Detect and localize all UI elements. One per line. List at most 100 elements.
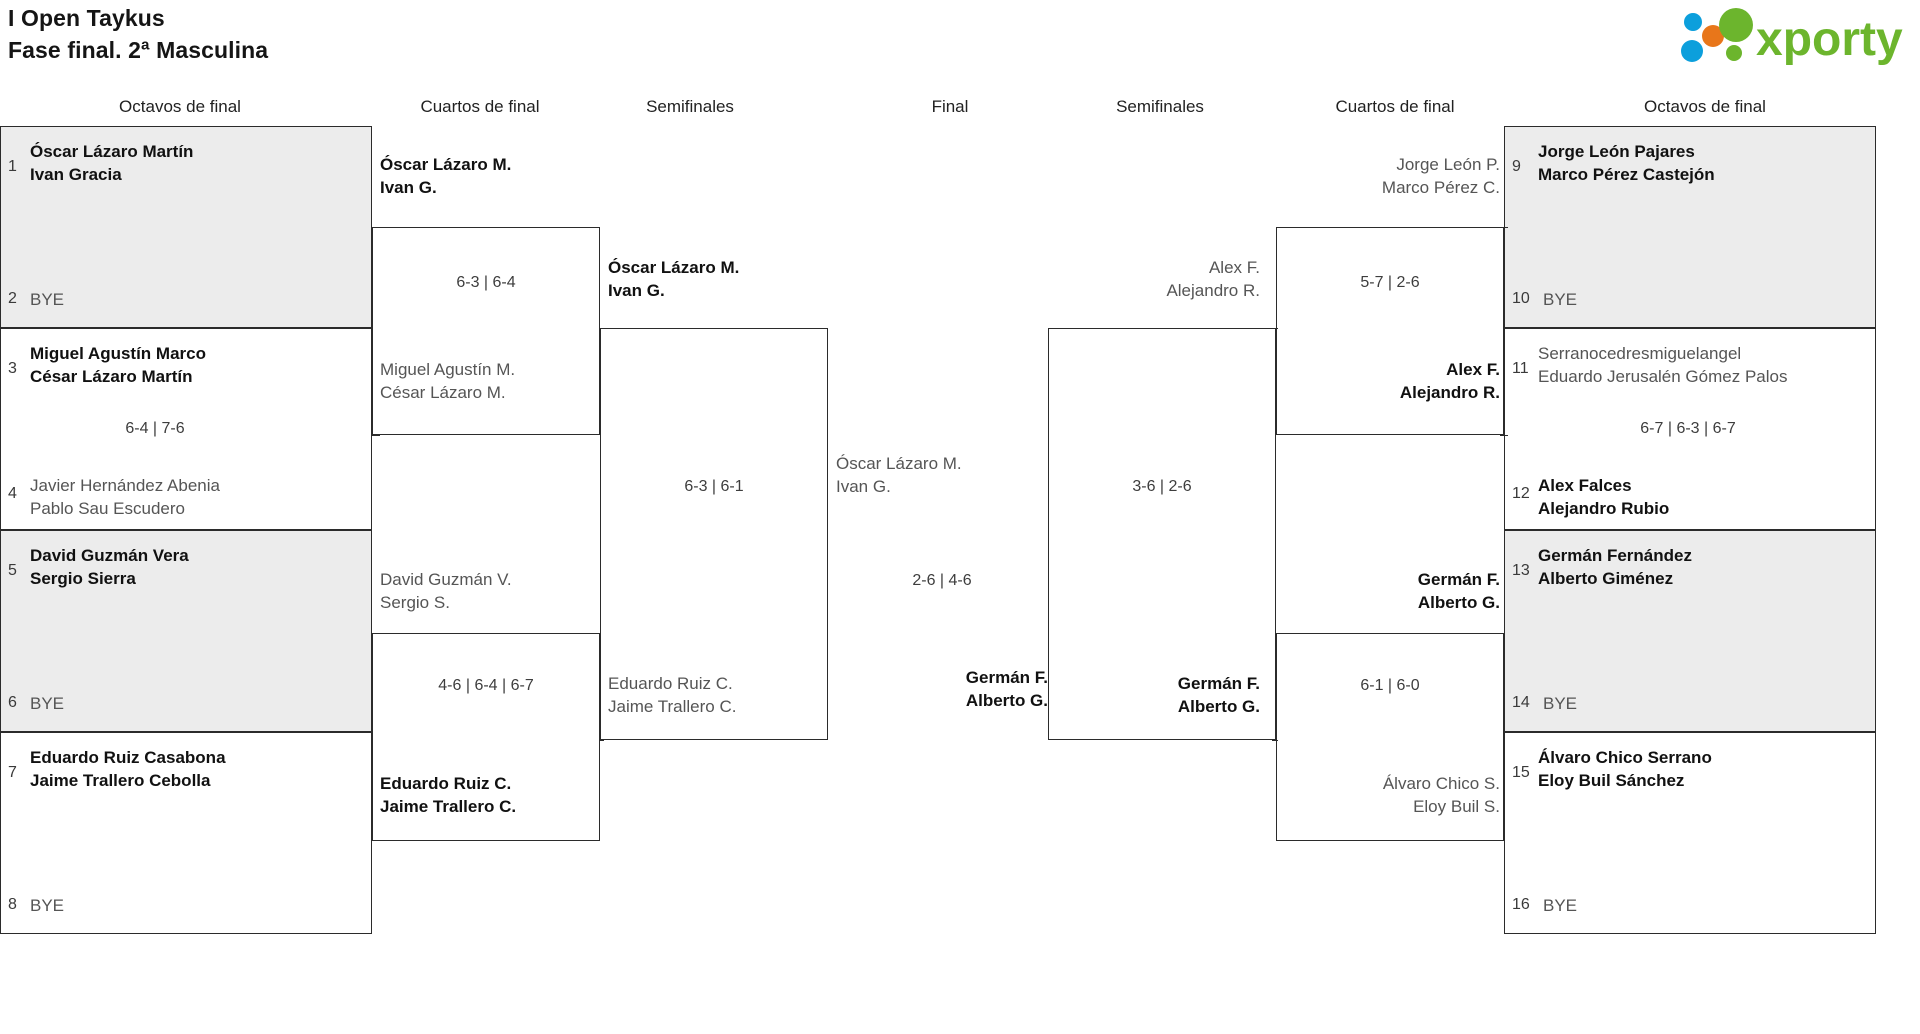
player-line: Germán F. bbox=[965, 668, 1048, 687]
player-line: Marco Pérez Castejón bbox=[1538, 165, 1715, 184]
connector bbox=[1500, 435, 1508, 436]
xporty-logo[interactable]: xporty bbox=[1676, 8, 1906, 66]
seed-number: 5 bbox=[8, 562, 17, 579]
seed-number: 15 bbox=[1512, 764, 1530, 781]
match-box-lsf-1[interactable] bbox=[600, 328, 828, 740]
match-score: 2-6 | 4-6 bbox=[912, 572, 972, 589]
player-line: Eduardo Jerusalén Gómez Palos bbox=[1538, 367, 1788, 386]
round-header-left-r16: Octavos de final bbox=[119, 97, 241, 116]
seed-number: 11 bbox=[1512, 360, 1529, 377]
player-line: Alberto Giménez bbox=[1538, 569, 1674, 588]
seed-number: 7 bbox=[8, 764, 17, 781]
match-box-l16-1[interactable] bbox=[0, 126, 372, 328]
player-line: Marco Pérez C. bbox=[1381, 178, 1500, 197]
match-score: 5-7 | 2-6 bbox=[1360, 274, 1420, 291]
player-line: Jorge León Pajares bbox=[1538, 142, 1695, 161]
match-box-r16-1[interactable] bbox=[1504, 126, 1876, 328]
player-line: Óscar Lázaro Martín bbox=[30, 142, 194, 161]
match-box-r16-3[interactable] bbox=[1504, 530, 1876, 732]
match-box-rqf-1[interactable] bbox=[1276, 227, 1504, 435]
player-line: Óscar Lázaro M. bbox=[608, 258, 740, 277]
round-header-right-qf: Cuartos de final bbox=[1335, 97, 1455, 116]
seed-number: 6 bbox=[8, 694, 17, 711]
player-line: BYE bbox=[30, 896, 65, 915]
match-box-r16-4[interactable] bbox=[1504, 732, 1876, 934]
player-line: Sergio S. bbox=[380, 593, 450, 612]
match-box-rsf-1[interactable] bbox=[1048, 328, 1276, 740]
seed-number: 10 bbox=[1512, 290, 1530, 307]
player-line: BYE bbox=[30, 694, 65, 713]
connector bbox=[372, 435, 380, 436]
player-line: BYE bbox=[1543, 694, 1578, 713]
player-line: César Lázaro Martín bbox=[30, 367, 193, 386]
player-line: Alejandro R. bbox=[1399, 383, 1500, 402]
page-title: I Open Taykus Fase final. 2ª Masculina bbox=[8, 2, 268, 66]
seed-number: 8 bbox=[8, 896, 17, 913]
player-line: Germán F. bbox=[1417, 570, 1500, 589]
player-line: Jorge León P. bbox=[1396, 155, 1500, 174]
connector bbox=[600, 328, 604, 329]
round-header-right-r16: Octavos de final bbox=[1644, 97, 1766, 116]
player-line: Alejandro R. bbox=[1166, 281, 1260, 300]
match-box-l16-4[interactable] bbox=[0, 732, 372, 934]
player-line: Óscar Lázaro M. bbox=[836, 454, 962, 473]
player-line: Ivan Gracia bbox=[30, 165, 122, 184]
match-score: 3-6 | 2-6 bbox=[1132, 478, 1192, 495]
player-line: Serranocedresmiguelangel bbox=[1538, 344, 1742, 363]
player-line: Jaime Trallero Cebolla bbox=[30, 771, 211, 790]
match-score: 6-7 | 6-3 | 6-7 bbox=[1640, 420, 1736, 437]
player-line: Óscar Lázaro M. bbox=[380, 155, 512, 174]
player-line: BYE bbox=[1543, 896, 1578, 915]
round-header-right-sf: Semifinales bbox=[1116, 97, 1204, 116]
player-line: Ivan G. bbox=[836, 477, 891, 496]
player-line: Eloy Buil Sánchez bbox=[1538, 771, 1685, 790]
match-box-lqf-1[interactable] bbox=[372, 227, 600, 435]
player-line: Jaime Trallero C. bbox=[380, 797, 517, 816]
seed-number: 3 bbox=[8, 360, 17, 377]
player-line: Alex Falces bbox=[1538, 476, 1632, 495]
connector bbox=[1272, 740, 1278, 741]
player-line: Álvaro Chico Serrano bbox=[1538, 748, 1712, 767]
seed-number: 1 bbox=[8, 158, 17, 175]
match-box-r16-2[interactable] bbox=[1504, 328, 1876, 530]
seed-number: 9 bbox=[1512, 158, 1521, 175]
match-box-rqf-2[interactable] bbox=[1276, 633, 1504, 841]
round-header-final: Final bbox=[931, 97, 969, 116]
player-line: Sergio Sierra bbox=[30, 569, 136, 588]
player-line: Alex F. bbox=[1208, 258, 1260, 277]
player-line: Germán F. bbox=[1177, 674, 1260, 693]
match-box-lqf-2[interactable] bbox=[372, 633, 600, 841]
seed-number: 14 bbox=[1512, 694, 1530, 711]
connector bbox=[1500, 227, 1508, 228]
player-line: Germán Fernández bbox=[1538, 546, 1692, 565]
player-line: BYE bbox=[1543, 290, 1578, 309]
connector bbox=[600, 740, 604, 741]
match-box-l16-3[interactable] bbox=[0, 530, 372, 732]
match-score: 6-1 | 6-0 bbox=[1360, 677, 1420, 694]
match-score: 4-6 | 6-4 | 6-7 bbox=[438, 677, 534, 694]
player-line: Alberto G. bbox=[965, 691, 1048, 710]
player-line: Ivan G. bbox=[380, 178, 437, 197]
player-line: Álvaro Chico S. bbox=[1382, 774, 1500, 793]
tournament-name: I Open Taykus bbox=[8, 5, 165, 31]
seed-number: 13 bbox=[1512, 562, 1530, 579]
player-line: Miguel Agustín M. bbox=[380, 360, 516, 379]
match-score: 6-4 | 7-6 bbox=[125, 420, 185, 437]
player-line: Eduardo Ruiz C. bbox=[380, 774, 512, 793]
match-score: 6-3 | 6-4 bbox=[456, 274, 516, 291]
player-line: David Guzmán V. bbox=[380, 570, 512, 589]
connector bbox=[372, 227, 380, 228]
player-line: Alejandro Rubio bbox=[1538, 499, 1670, 518]
player-line: BYE bbox=[30, 290, 65, 309]
player-line: Alex F. bbox=[1446, 360, 1500, 379]
player-line: Ivan G. bbox=[608, 281, 665, 300]
match-box-l16-2[interactable] bbox=[0, 328, 372, 530]
player-line: Pablo Sau Escudero bbox=[30, 499, 185, 518]
seed-number: 12 bbox=[1512, 485, 1530, 502]
player-line: Eloy Buil S. bbox=[1413, 797, 1500, 816]
match-score: 6-3 | 6-1 bbox=[684, 478, 744, 495]
player-line: Alberto G. bbox=[1417, 593, 1500, 612]
round-header-left-sf: Semifinales bbox=[646, 97, 734, 116]
svg-text:xporty: xporty bbox=[1756, 13, 1903, 66]
player-line: David Guzmán Vera bbox=[30, 546, 189, 565]
